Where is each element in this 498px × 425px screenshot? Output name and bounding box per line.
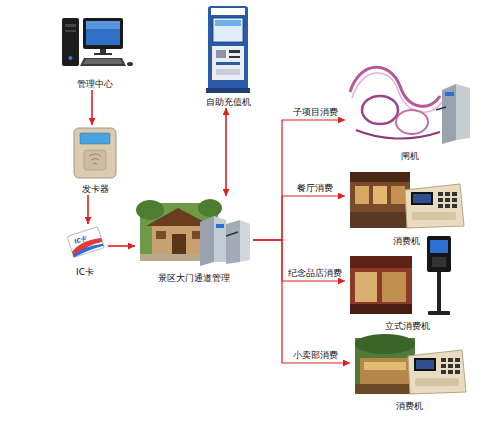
flow-arrow xyxy=(225,108,227,196)
gate-scene xyxy=(136,199,250,266)
ic-card-icon xyxy=(67,227,104,258)
turnstile-node: 闸机 xyxy=(345,58,475,162)
standing-terminal xyxy=(427,236,451,315)
pos-terminal xyxy=(405,184,464,228)
node-label: 消费机 xyxy=(340,401,478,412)
node-label: IC卡 xyxy=(52,267,118,278)
branch-label: 纪念品店消费 xyxy=(285,268,345,279)
card-reader-icon xyxy=(74,128,116,178)
node-label: 自助充值机 xyxy=(185,97,272,108)
card-reader-node: 发卡器 xyxy=(65,125,125,195)
branch-label: 小卖部消费 xyxy=(285,350,345,361)
gate-node: 景区大门通道管理 xyxy=(135,196,253,284)
computer-node: 管理中心 xyxy=(55,12,135,90)
branch-label: 子项目消费 xyxy=(285,107,345,118)
node-label: 消费机 xyxy=(335,236,477,247)
node-label: 闸机 xyxy=(335,151,485,162)
pos-terminal xyxy=(408,350,466,394)
flow-arrow xyxy=(91,90,93,125)
kiosk-icon xyxy=(206,6,250,93)
standing-pos-node: 立式消费机 xyxy=(345,252,469,332)
node-label: 发卡器 xyxy=(55,184,135,195)
flow-arrow xyxy=(253,120,345,240)
node-label: 立式消费机 xyxy=(335,321,479,332)
flow-arrow xyxy=(108,245,135,247)
kiosk-shop-photo xyxy=(355,334,415,394)
node-label: 景区大门通道管理 xyxy=(125,273,263,284)
flow-arrow xyxy=(253,196,345,240)
kiosk-node: 自助充值机 xyxy=(195,3,262,108)
roller-coaster-photo xyxy=(350,67,470,144)
computer-icon xyxy=(62,18,133,66)
pos-node: 消费机 xyxy=(350,334,468,412)
branch-label: 餐厅消费 xyxy=(285,183,345,194)
pos-node: 消费机 xyxy=(345,168,467,247)
restaurant-photo xyxy=(350,172,410,228)
souvenir-shop-photo xyxy=(350,256,412,314)
flow-arrow xyxy=(87,195,89,224)
flow-arrow xyxy=(253,240,345,281)
ic-card-node: IC卡 xyxy=(62,224,108,278)
flow-arrow xyxy=(253,240,350,363)
node-label: 管理中心 xyxy=(45,79,145,90)
